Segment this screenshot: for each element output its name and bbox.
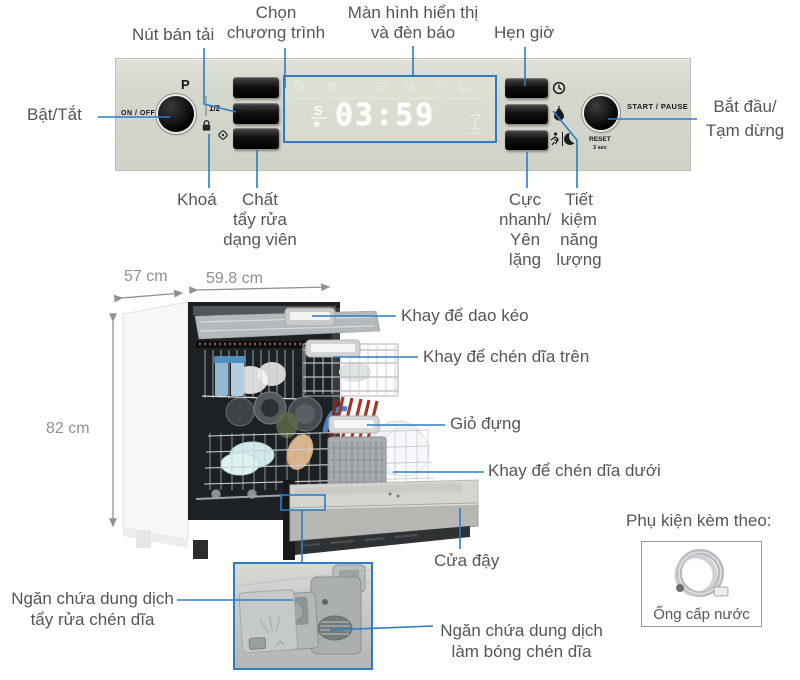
on-off-text: ON / OFF xyxy=(121,110,156,117)
glass-icon xyxy=(466,114,482,134)
water-hose-icon xyxy=(674,549,729,597)
label-door: Cửa đậy xyxy=(434,551,500,570)
label-energy-saving: Tiết kiệm năng lượng xyxy=(556,190,602,269)
label-display: Màn hình hiển thị và đèn báo xyxy=(347,3,479,42)
start-pause-button xyxy=(584,96,618,130)
detergent-tablet-button xyxy=(233,128,279,149)
half-load-text: 1/2 xyxy=(209,104,221,113)
label-start-pause: Bắt đầu/ Tạm dừng xyxy=(705,97,785,140)
program-letter: P xyxy=(181,77,190,92)
label-detergent-tablet: Chất tẩy rửa dạng viên xyxy=(223,190,297,249)
quick-quiet-icon xyxy=(550,132,575,146)
dimension-arrows xyxy=(109,283,331,528)
eco-button xyxy=(505,104,548,124)
dimension-width: 59.8 cm xyxy=(206,270,263,287)
label-rinse-dispenser: Ngăn chứa dung dịch làm bóng chén dĩa xyxy=(440,621,603,661)
rinse-indicator: * xyxy=(313,118,321,137)
dispenser-illustration xyxy=(234,564,372,668)
timer-clock-icon xyxy=(552,81,566,95)
quick-quiet-button xyxy=(505,130,548,150)
accessory-box: Ống cấp nước xyxy=(641,541,762,627)
label-power: Bật/Tắt xyxy=(27,105,82,124)
label-cutlery-tray: Khay để dao kéo xyxy=(401,306,529,325)
label-basket: Giỏ đựng xyxy=(450,414,521,433)
half-load-button xyxy=(233,103,279,124)
label-detergent-dispenser: Ngăn chứa dung dịch tẩy rửa chén dĩa xyxy=(11,589,174,629)
label-half-load: Nút bán tải xyxy=(132,25,215,44)
reset-sub-text: 3 sec xyxy=(593,145,607,151)
lock-icon xyxy=(202,120,211,131)
start-pause-text: START / PAUSE xyxy=(627,102,689,111)
salt-indicator: S xyxy=(314,103,323,118)
label-timer: Hẹn giờ xyxy=(494,23,555,42)
program-select-button xyxy=(233,77,279,98)
dimension-height: 82 cm xyxy=(46,420,90,437)
label-program: Chọn chương trình xyxy=(226,3,326,42)
timer-button xyxy=(505,78,548,98)
label-quick-quiet: Cực nhanh/ Yên lặng xyxy=(499,190,551,269)
dispenser-inset-photo xyxy=(233,562,373,670)
dimension-depth: 57 cm xyxy=(124,268,168,285)
label-upper-rack: Khay để chén dĩa trên xyxy=(423,347,590,366)
dishwasher-illustration xyxy=(122,301,479,560)
accessory-item-label: Ống cấp nước xyxy=(653,606,750,623)
label-lower-rack: Khay để chén dĩa dưới xyxy=(488,461,661,480)
eco-drop-icon xyxy=(554,106,564,121)
label-lock: Khoá xyxy=(177,190,217,209)
display-time: 03:59 xyxy=(335,98,436,133)
reset-text: RESET xyxy=(589,136,611,143)
tablet-diamond-icon xyxy=(218,130,228,140)
display-panel: S * 03:59 xyxy=(283,75,497,143)
display-indicator-icons: S * xyxy=(293,80,483,137)
accessory-heading: Phụ kiện kèm theo: xyxy=(626,511,772,530)
door-dispenser-highlight xyxy=(280,494,326,511)
power-button xyxy=(158,96,194,132)
